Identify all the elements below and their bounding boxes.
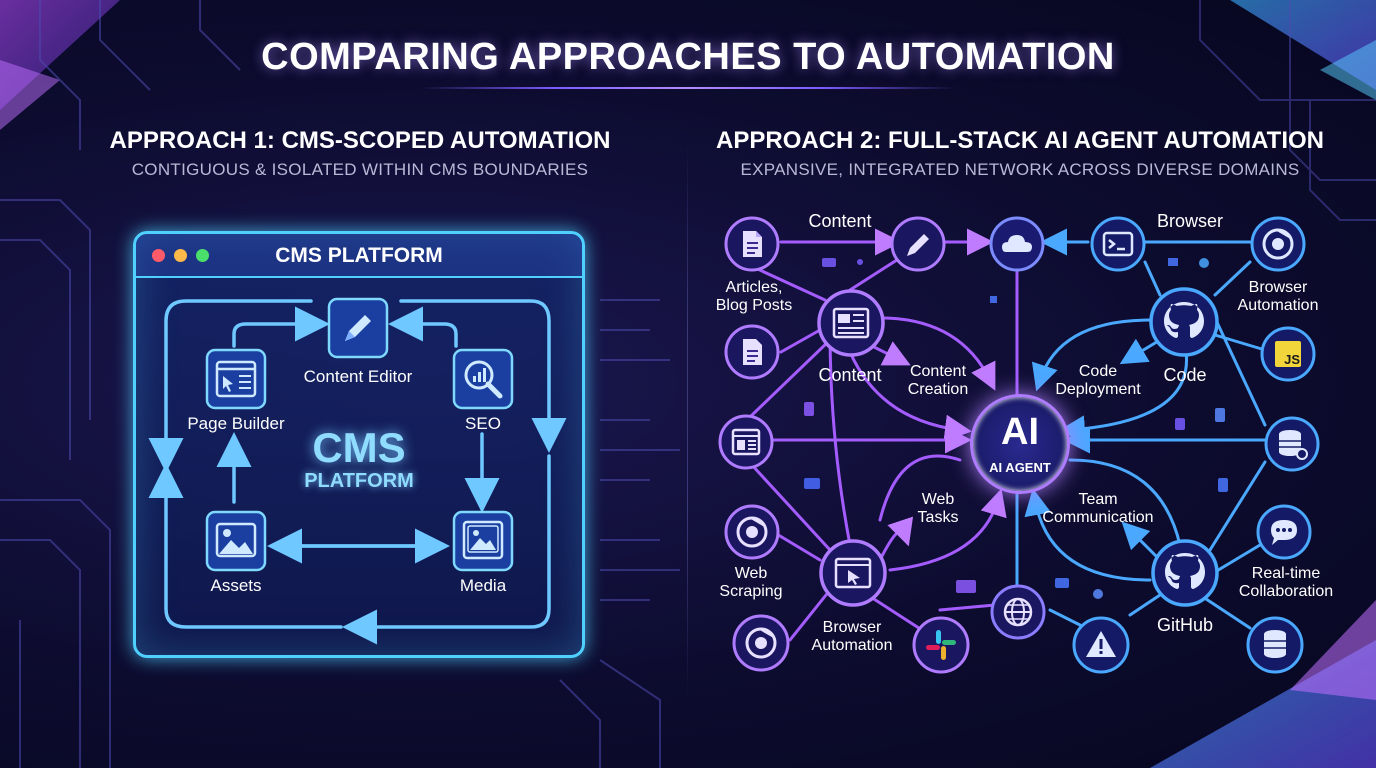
media-image-icon [452, 510, 514, 572]
javascript-icon: JS [1260, 326, 1316, 382]
articles-label-line2: Blog Posts [715, 297, 793, 314]
document-icon [724, 216, 780, 272]
content-top-label: Content [808, 211, 872, 231]
content-mid-label: Content [818, 365, 882, 385]
approach2-heading: APPROACH 2: FULL-STACK AI AGENT AUTOMATI… [716, 127, 1324, 154]
content-creation-line2: Creation [907, 381, 969, 398]
globe-icon [990, 584, 1046, 640]
media-label: Media [459, 576, 507, 595]
cms-center-subtitle: PLATFORM [304, 470, 414, 492]
code-deployment-label: Code Deployment [1045, 363, 1151, 399]
browser-automation-bottom-line2: Automation [811, 637, 893, 654]
warning-icon [1072, 616, 1130, 674]
ai-agent-label: AI AGENT [989, 460, 1051, 475]
articles-label: Articles, Blog Posts [700, 279, 808, 315]
team-communication-line1: Team [1078, 491, 1118, 508]
title-underline [420, 87, 956, 89]
assets-image-icon [205, 510, 267, 572]
document-icon-2 [724, 324, 780, 380]
browser-automation-bottom-label: Browser Automation [800, 619, 904, 655]
github-label: GitHub [1156, 615, 1214, 635]
page-builder-icon [205, 348, 267, 410]
section-divider [687, 140, 688, 700]
slack-icon [912, 616, 970, 674]
js-badge-text: JS [1284, 352, 1300, 367]
github-icon-2 [1151, 539, 1219, 607]
cloud-icon [989, 216, 1045, 272]
team-communication-label: Team Communication [1034, 491, 1162, 527]
team-communication-line2: Communication [1042, 509, 1154, 526]
browser-top-label: Browser [1156, 211, 1223, 231]
cms-center-title: CMS [312, 424, 406, 471]
chrome-icon [1250, 216, 1306, 272]
web-scraping-label: Web Scraping [706, 565, 796, 601]
database-icon [1246, 616, 1304, 674]
terminal-icon [1090, 216, 1146, 272]
browser-automation-bottom-line1: Browser [822, 619, 882, 636]
web-scraping-line2: Scraping [719, 583, 783, 600]
ai-agent-core: AI AI AGENT [970, 394, 1070, 494]
cms-window: CMS PLATFORM Content Editor [133, 231, 585, 658]
pencil-icon [890, 216, 946, 272]
content-creation-line1: Content [909, 363, 967, 380]
ai-core-label: AI [1001, 411, 1039, 453]
code-deployment-line2: Deployment [1055, 381, 1141, 398]
page-title: COMPARING APPROACHES TO AUTOMATION [261, 36, 1115, 78]
chrome-icon-2 [724, 504, 780, 560]
approach1-heading: APPROACH 1: CMS-SCOPED AUTOMATION [109, 127, 611, 154]
github-icon [1149, 287, 1219, 357]
content-editor-label: Content Editor [303, 367, 413, 386]
database-sync-icon [1264, 416, 1320, 472]
window-close-dot [152, 249, 165, 262]
window-minimize-dot [174, 249, 187, 262]
approach1-subheading: CONTIGUOUS & ISOLATED WITHIN CMS BOUNDAR… [131, 160, 589, 179]
cms-window-title: CMS PLATFORM [275, 244, 443, 267]
cms-titlebar: CMS PLATFORM [136, 234, 582, 278]
code-label: Code [1163, 365, 1207, 385]
seo-label: SEO [465, 414, 501, 433]
web-tasks-line1: Web [921, 491, 955, 508]
webpage-icon [718, 414, 774, 470]
assets-label: Assets [210, 576, 262, 595]
edit-pencil-icon [327, 297, 389, 359]
browser-cursor-icon [819, 539, 887, 607]
content-creation-label: Content Creation [892, 363, 984, 399]
realtime-collaboration-line2: Collaboration [1238, 583, 1334, 600]
news-article-icon [817, 289, 885, 357]
page-builder-label: Page Builder [187, 414, 285, 433]
chat-icon [1256, 504, 1312, 560]
approach2-subheading: EXPANSIVE, INTEGRATED NETWORK ACROSS DIV… [740, 160, 1300, 179]
code-deployment-line1: Code [1078, 363, 1118, 380]
articles-label-line1: Articles, [725, 279, 783, 296]
chrome-icon-3 [732, 614, 790, 672]
realtime-collaboration-label: Real-time Collaboration [1228, 565, 1344, 601]
browser-automation-right-line2: Automation [1237, 297, 1319, 314]
web-tasks-line2: Tasks [917, 509, 959, 526]
seo-search-icon [452, 348, 514, 410]
web-scraping-line1: Web [734, 565, 768, 582]
browser-automation-right-label: Browser Automation [1228, 279, 1328, 315]
realtime-collaboration-line1: Real-time [1251, 565, 1321, 582]
window-maximize-dot [196, 249, 209, 262]
cms-flow-arrows [148, 299, 567, 645]
web-tasks-label: Web Tasks [900, 491, 976, 527]
browser-automation-right-line1: Browser [1248, 279, 1308, 296]
